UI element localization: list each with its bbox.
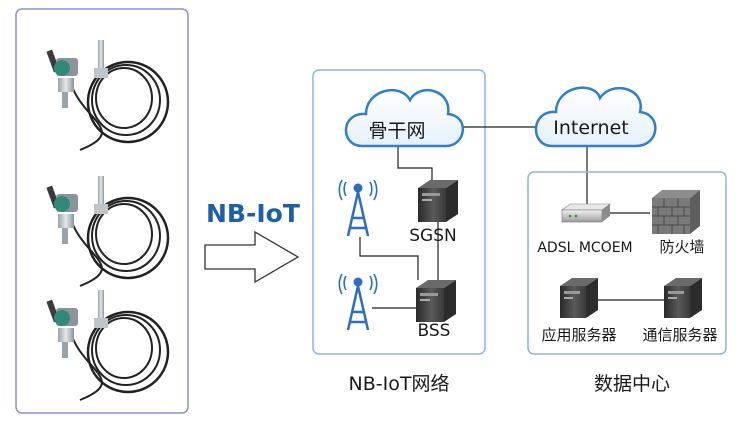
server-icon — [416, 280, 456, 322]
protocol-label: NB-IoT — [206, 199, 300, 228]
cloud-internet-label: Internet — [553, 117, 628, 139]
node-sgsn-label: SGSN — [409, 226, 456, 246]
sensor-device-1 — [46, 40, 170, 151]
datacenter-box — [527, 171, 727, 355]
node-adsl-label: ADSL MCOEM — [537, 240, 632, 256]
server-icon — [418, 180, 458, 222]
caption-datacenter: 数据中心 — [594, 373, 670, 395]
connection-lines — [359, 126, 667, 309]
router-icon — [561, 203, 611, 223]
server-icon — [560, 278, 598, 318]
node-app-server-label: 应用服务器 — [541, 326, 616, 344]
server-icon — [664, 278, 702, 318]
node-bss-label: BSS — [418, 321, 451, 341]
cloud-backbone-label: 骨干网 — [368, 120, 425, 142]
cell-tower-icon — [338, 179, 378, 237]
sensor-device-2 — [46, 176, 170, 287]
right-arrow-icon — [204, 230, 300, 284]
firewall-icon — [652, 190, 700, 234]
node-comm-server-label: 通信服务器 — [642, 326, 717, 344]
node-firewall-label: 防火墙 — [659, 238, 704, 256]
caption-network: NB-IoT网络 — [349, 373, 450, 395]
sensor-panel — [15, 8, 189, 414]
cloud-backbone-icon — [344, 89, 465, 148]
sensor-device-3 — [46, 290, 170, 401]
cell-tower-icon — [338, 273, 378, 331]
nbiot-network-box — [312, 69, 486, 355]
cloud-internet-icon — [534, 86, 657, 148]
